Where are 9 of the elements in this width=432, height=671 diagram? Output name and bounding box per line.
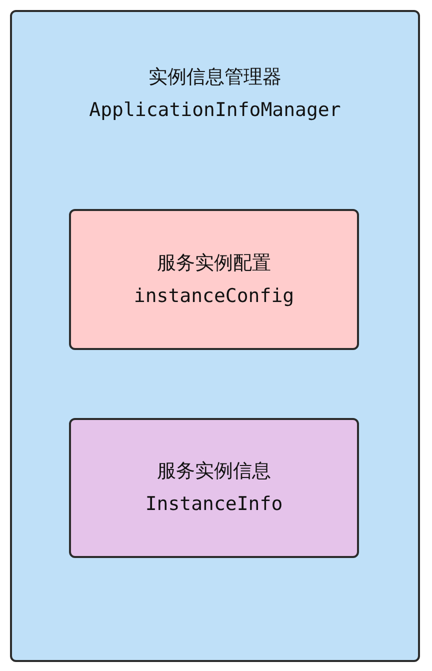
node-title: 服务实例信息 <box>157 459 271 484</box>
component-box <box>69 209 359 350</box>
component-box <box>69 418 359 558</box>
node-title: 服务实例配置 <box>157 250 271 276</box>
container-box <box>10 10 420 662</box>
node-title: 实例信息管理器 <box>148 65 282 90</box>
node-name: instanceConfig <box>134 284 294 308</box>
node-name: InstanceInfo <box>145 492 283 517</box>
node-name: ApplicationInfoManager <box>89 98 341 123</box>
